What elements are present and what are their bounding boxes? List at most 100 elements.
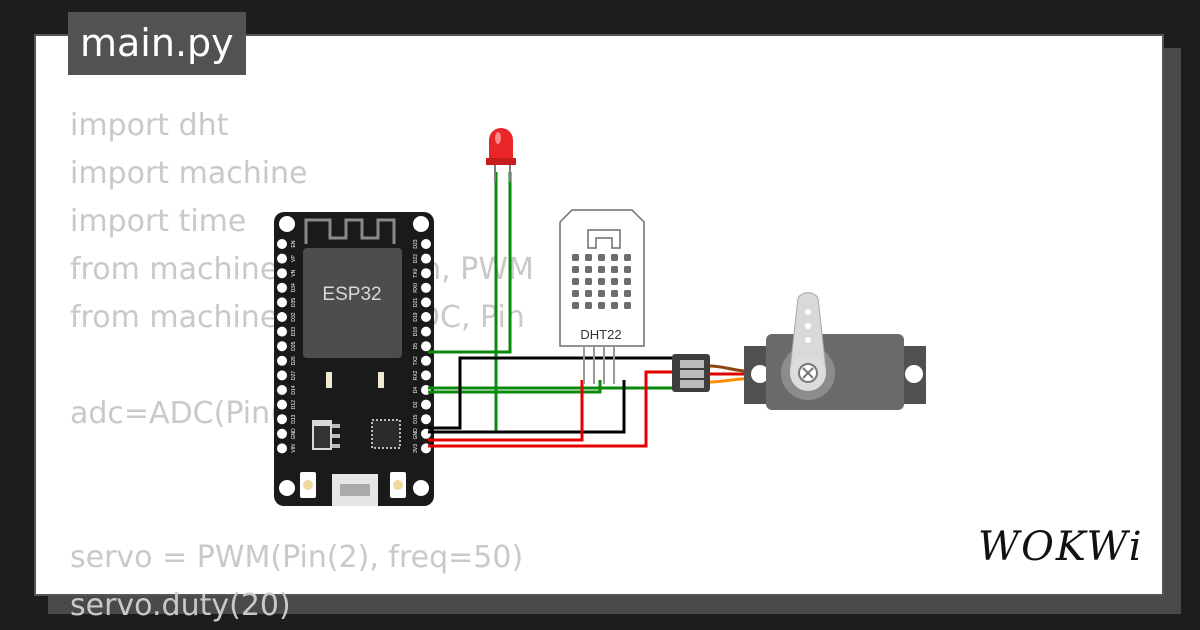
sensor-vent <box>611 254 618 261</box>
header-pin[interactable] <box>421 312 431 322</box>
sensor-vent <box>611 266 618 273</box>
pin-label: 3V3 <box>413 444 419 453</box>
file-name-tab[interactable]: main.py <box>68 12 246 75</box>
sensor-vent <box>598 266 605 273</box>
sensor-vent <box>598 290 605 297</box>
header-pin[interactable] <box>277 312 287 322</box>
header-pin[interactable] <box>277 428 287 439</box>
sensor-vent <box>598 302 605 309</box>
sensor-vent <box>611 278 618 285</box>
header-pin[interactable] <box>277 282 287 293</box>
sensor-vent <box>572 266 579 273</box>
pin-label: D35 <box>291 298 297 307</box>
pin-label: D34 <box>291 283 297 292</box>
pin-label: GND <box>291 428 297 440</box>
pin-label: RX2 <box>413 370 419 380</box>
sensor-vent <box>585 254 592 261</box>
pin-label: VP <box>291 255 297 262</box>
sensor-vent <box>598 254 605 261</box>
pin-label: VIN <box>291 444 297 453</box>
pin-label: D12 <box>291 400 297 409</box>
sensor-vent <box>624 302 631 309</box>
header-pin[interactable] <box>421 268 431 279</box>
pin-label: RX0 <box>413 283 419 293</box>
board-label: ESP32 <box>322 284 381 305</box>
header-pin[interactable] <box>421 282 431 293</box>
pin-label: D14 <box>291 385 297 394</box>
wires <box>428 172 672 448</box>
servo-motor[interactable] <box>672 292 926 410</box>
code-line: import machine <box>70 156 308 191</box>
pin-label: TX2 <box>413 356 419 365</box>
pin-label: D4 <box>413 387 419 394</box>
pin-label: D22 <box>413 254 419 263</box>
sensor-vent <box>572 254 579 261</box>
pin-label: TX0 <box>413 268 419 277</box>
pin-label: D15 <box>413 414 419 423</box>
header-pin[interactable] <box>277 370 287 381</box>
header-pin[interactable] <box>277 355 287 366</box>
code-line: import dht <box>70 108 229 143</box>
code-line: adc=ADC(Pin( <box>70 396 282 431</box>
pin-label: D23 <box>413 239 419 248</box>
sensor-vent <box>585 302 592 309</box>
red-led[interactable] <box>486 128 516 182</box>
pin-label: D26 <box>291 356 297 365</box>
header-pin[interactable] <box>277 239 287 249</box>
pin-label: D19 <box>413 312 419 321</box>
header-pin[interactable] <box>277 399 287 410</box>
code-line: servo.duty(20) <box>70 588 291 623</box>
header-pin[interactable] <box>277 268 287 279</box>
header-pin[interactable] <box>421 370 431 381</box>
esp32-module <box>303 248 402 358</box>
header-pin[interactable] <box>421 414 431 425</box>
header-pin[interactable] <box>277 253 287 264</box>
pin-label: D5 <box>413 343 419 350</box>
sensor-vent <box>611 302 618 309</box>
header-pin[interactable] <box>421 399 431 410</box>
header-pin[interactable] <box>277 326 287 337</box>
sensor-label: DHT22 <box>580 327 621 342</box>
pin-label: D27 <box>291 371 297 380</box>
header-pin[interactable] <box>277 385 287 395</box>
sensor-vent <box>572 290 579 297</box>
sensor-vent <box>624 290 631 297</box>
wokwi-logo: WOKWi <box>978 524 1144 570</box>
pin-label: GND <box>413 428 419 440</box>
code-line: import time <box>70 204 247 239</box>
sensor-vent <box>585 266 592 273</box>
pin-label: D2 <box>413 401 419 408</box>
sensor-vent <box>572 278 579 285</box>
esp32-board[interactable]: ESP32 ENVPVND34D35D32D33D25D26D27D14D12D… <box>274 212 434 506</box>
pin-label: D33 <box>291 327 297 336</box>
pin-label: VN <box>291 269 297 276</box>
sensor-vent <box>624 254 631 261</box>
header-pin[interactable] <box>421 428 431 439</box>
header-pin[interactable] <box>277 297 287 308</box>
dht22-sensor[interactable]: DHT22 <box>559 209 645 384</box>
header-pin[interactable] <box>277 443 287 454</box>
pin-label: D25 <box>291 341 297 350</box>
pin-label: EN <box>291 240 297 247</box>
header-pin[interactable] <box>277 414 287 425</box>
header-pin[interactable] <box>277 341 287 352</box>
sensor-vent <box>572 302 579 309</box>
header-pin[interactable] <box>421 297 431 308</box>
sensor-vent <box>624 266 631 273</box>
header-pin[interactable] <box>421 326 431 337</box>
header-pin[interactable] <box>421 355 431 366</box>
pin-label: D18 <box>413 327 419 336</box>
sensor-vent <box>611 290 618 297</box>
header-pin[interactable] <box>421 239 431 249</box>
header-pin[interactable] <box>421 253 431 264</box>
header-pin[interactable] <box>421 341 431 352</box>
code-line: servo = PWM(Pin(2), freq=50) <box>70 540 524 575</box>
pin-label: D13 <box>291 414 297 423</box>
sensor-vent <box>585 290 592 297</box>
sensor-vent <box>598 278 605 285</box>
pin-label: D21 <box>413 298 419 307</box>
pin-label: D32 <box>291 312 297 321</box>
